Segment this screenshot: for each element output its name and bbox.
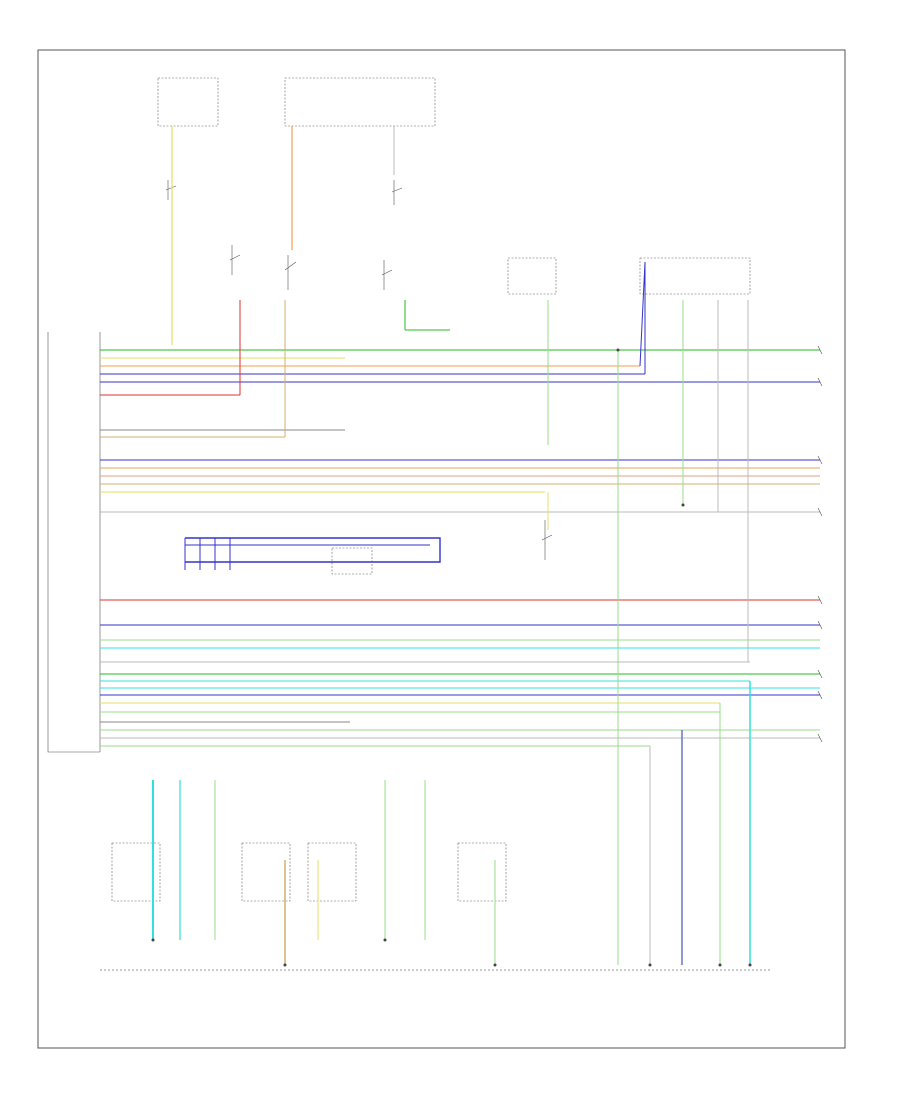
network-box	[184, 537, 441, 570]
vertical-wires	[152, 126, 751, 965]
wire-end-markers	[817, 345, 823, 743]
diagram-border	[37, 49, 846, 1049]
top-component-boxes	[111, 77, 751, 902]
wire-bus	[100, 261, 820, 747]
control-module-bracket	[47, 332, 101, 753]
connector-dots	[151, 348, 752, 967]
switch-symbols	[165, 180, 553, 560]
